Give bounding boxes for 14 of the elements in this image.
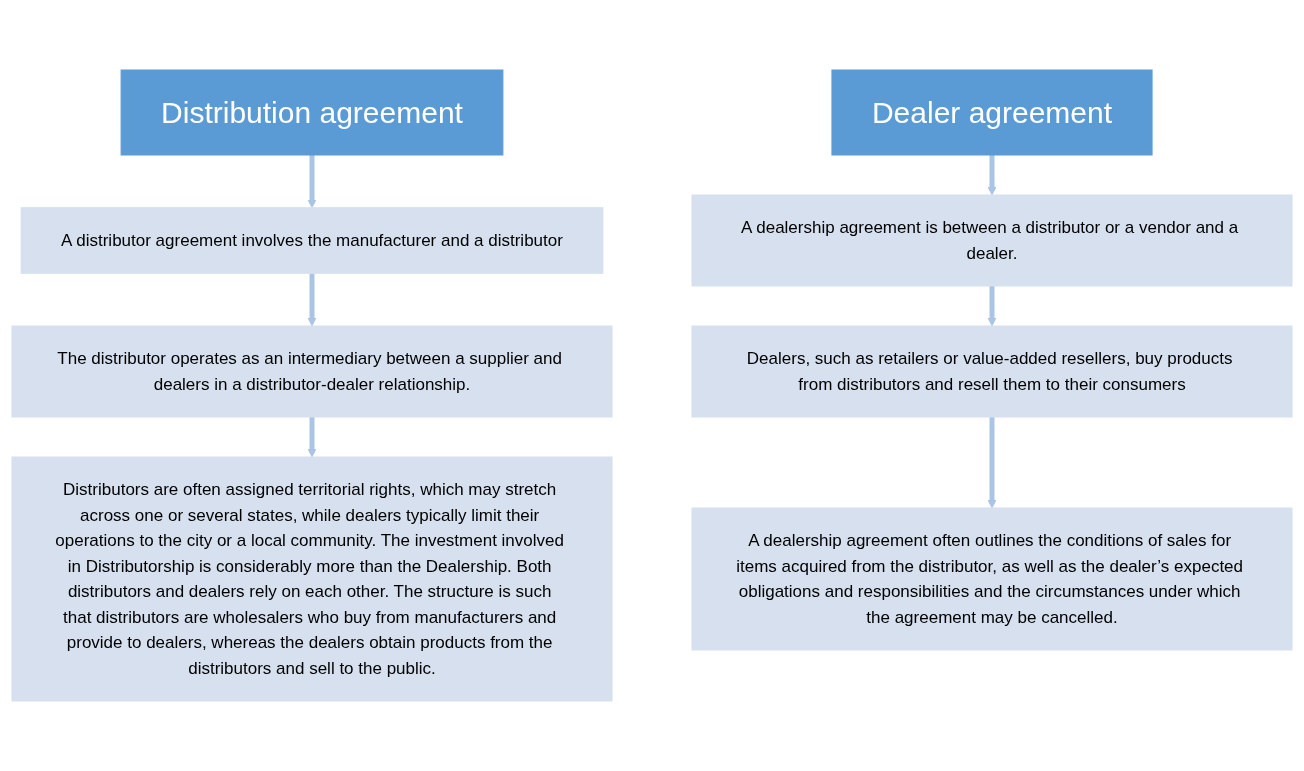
node-box: Dealer agreement [831, 69, 1153, 156]
arrow [987, 155, 997, 196]
arrow [987, 286, 997, 327]
node-box: Distribution agreement [120, 69, 504, 156]
node-box: The distributor operates as an intermediary between a supplier and dealers in a distributor-dealer relationship. [11, 325, 613, 418]
arrow [987, 417, 997, 509]
arrow [307, 273, 317, 327]
arrow [307, 155, 317, 209]
arrow [307, 417, 317, 458]
node-box: Distributors are often assigned territorial rights, which may stretch across one or several states, while dealers typically limit their operations to the city or a local community. The investment involved in Distributorship is considerably more than the Dealership. Both distributors and dealers rely on each other. The structure is such that distributors are wholesalers who buy from manufacturers and provide to dealers, whereas the dealers obtain products from the distributors and sell to the public. [11, 456, 613, 702]
node-box: A dealership agreement is between a distributor or a vendor and a dealer. [691, 194, 1293, 287]
node-box: A dealership agreement often outlines the conditions of sales for items acquired from the distributor, as well as the dealer’s expected obligations and responsibilities and the circumstances under which the agreement may be cancelled. [691, 507, 1293, 651]
node-box: Dealers, such as retailers or value-added resellers, buy products from distributors and resell them to their consumers [691, 325, 1293, 418]
node-box: A distributor agreement involves the manufacturer and a distributor [20, 207, 604, 274]
